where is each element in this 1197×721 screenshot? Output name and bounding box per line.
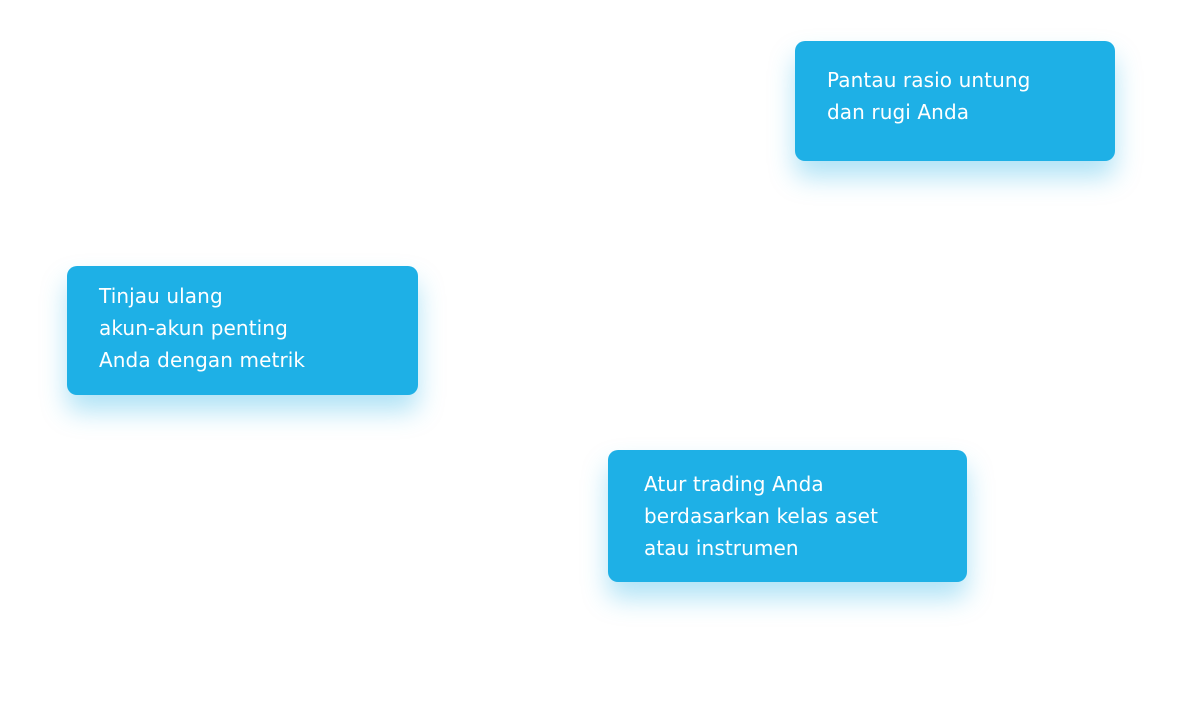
card-text-line: atau instrumen <box>644 536 799 560</box>
feature-card-profit-loss-ratio: Pantau rasio untung dan rugi Anda <box>795 41 1115 161</box>
card-text-line: Atur trading Anda <box>644 472 824 496</box>
card-text-line: Pantau rasio untung <box>827 68 1031 92</box>
card-text-line: Anda dengan metrik <box>99 348 306 372</box>
feature-card-asset-class: Atur trading Anda berdasarkan kelas aset… <box>608 450 967 582</box>
card-text-line: akun-akun penting <box>99 316 288 340</box>
card-text-line: dan rugi Anda <box>827 100 970 124</box>
card-text-line: berdasarkan kelas aset <box>644 504 879 528</box>
card-text-line: Tinjau ulang <box>99 284 223 308</box>
feature-card-key-accounts: Tinjau ulang akun-akun penting Anda deng… <box>67 266 418 395</box>
